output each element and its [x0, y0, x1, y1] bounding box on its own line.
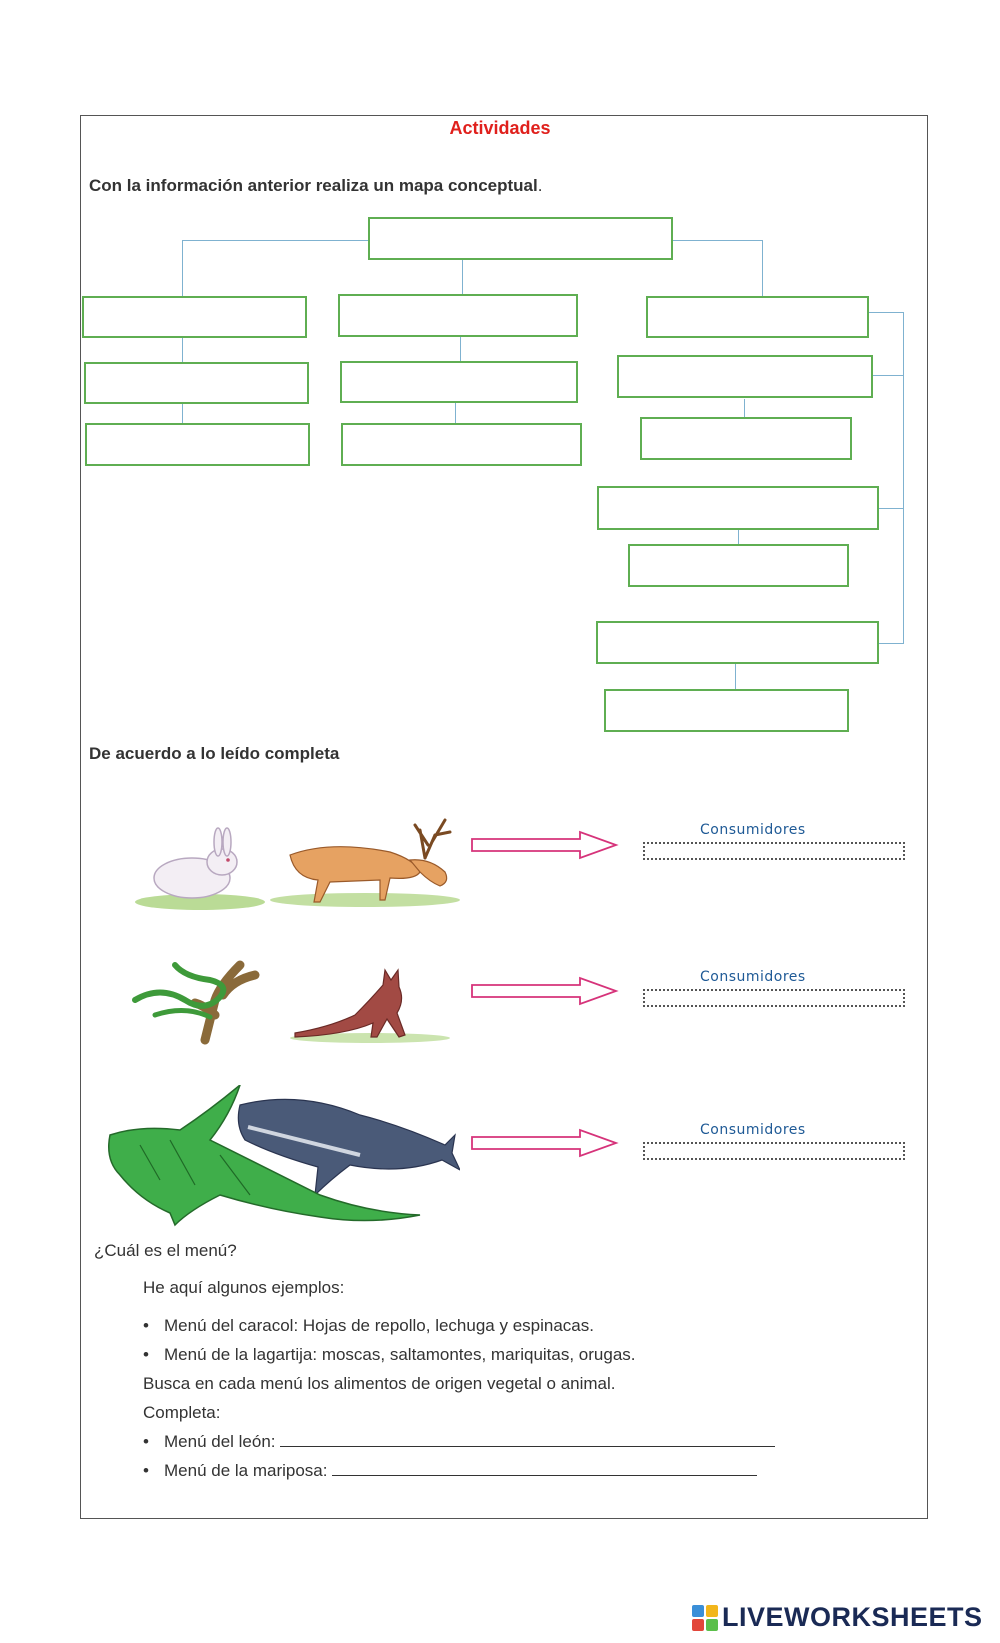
connector: [462, 258, 463, 294]
deer-illustration: [270, 818, 460, 907]
dotted-line: [643, 1142, 905, 1144]
connector: [876, 643, 903, 644]
concept-box[interactable]: [341, 423, 582, 466]
answer-blank[interactable]: [280, 1445, 776, 1447]
concept-box[interactable]: [85, 423, 310, 466]
dotted-line: [903, 1142, 905, 1160]
consumers-label: Consumidores: [700, 969, 806, 985]
connector: [182, 240, 368, 241]
logo-text: LIVEWORKSHEETS: [722, 1602, 983, 1632]
logo-icon: [692, 1604, 718, 1631]
connector: [182, 338, 183, 362]
dotted-line: [643, 858, 905, 860]
dotted-line: [643, 1158, 905, 1160]
concept-box[interactable]: [340, 361, 578, 403]
concept-box[interactable]: [597, 486, 879, 530]
crocodile-illustration: [108, 1085, 421, 1227]
instruction-complete: De acuerdo a lo leído completa: [89, 744, 340, 763]
connector: [182, 240, 183, 296]
connector: [876, 508, 903, 509]
connector: [872, 375, 903, 376]
consumers-label: Consumidores: [700, 1122, 806, 1138]
example-item: Menú de la lagartija: moscas, saltamonte…: [164, 1345, 636, 1364]
page-title: Actividades: [449, 118, 551, 138]
dotted-line: [643, 1005, 905, 1007]
arrow-icon: [471, 830, 619, 860]
shark-illustration: [237, 1098, 460, 1197]
animal-illustration-row-2: [132, 960, 450, 1045]
dotted-line: [643, 989, 645, 1007]
worksheet-frame: [80, 115, 928, 1519]
dotted-line: [643, 842, 905, 844]
snake-illustration: [132, 960, 260, 1045]
fox-illustration: [290, 968, 450, 1043]
dotted-line: [903, 989, 905, 1007]
search-instruction: Busca en cada menú los alimentos de orig…: [143, 1374, 616, 1393]
instruction-map-text: Con la información anterior realiza un m…: [89, 176, 538, 195]
instruction-map: Con la información anterior realiza un m…: [89, 176, 542, 196]
complete-item-lion: Menú del león:: [164, 1432, 776, 1452]
dotted-line: [643, 842, 645, 860]
concept-box[interactable]: [628, 544, 849, 587]
bullet-marker: •: [143, 1345, 149, 1364]
liveworksheets-logo: LIVEWORKSHEETS: [692, 1602, 983, 1633]
connector: [744, 399, 745, 417]
concept-box[interactable]: [640, 417, 852, 460]
connector: [738, 529, 739, 545]
rabbit-illustration: [135, 827, 265, 910]
complete-item-label: Menú de la mariposa:: [164, 1461, 328, 1480]
connector: [868, 312, 903, 313]
concept-box[interactable]: [82, 296, 307, 338]
dotted-line: [903, 842, 905, 860]
answer-blank[interactable]: [332, 1474, 758, 1476]
arrow-icon: [471, 1128, 619, 1158]
bullet-marker: •: [143, 1432, 149, 1451]
bullet-marker: •: [143, 1461, 149, 1480]
concept-box[interactable]: [617, 355, 873, 398]
arrow-icon: [471, 976, 619, 1006]
connector: [460, 337, 461, 361]
connector: [903, 312, 904, 644]
connector: [182, 403, 183, 423]
bullet-marker: •: [143, 1316, 149, 1335]
connector: [735, 664, 736, 690]
animal-illustration-row-3: [108, 1085, 460, 1227]
concept-box[interactable]: [84, 362, 309, 404]
animal-illustration-row-1: [135, 818, 460, 910]
connector: [762, 240, 763, 296]
consumers-label: Consumidores: [700, 822, 806, 838]
concept-box[interactable]: [646, 296, 869, 338]
dotted-line: [643, 1142, 645, 1160]
concept-box[interactable]: [596, 621, 879, 664]
dotted-line: [643, 989, 905, 991]
connector: [455, 403, 456, 423]
complete-item-label: Menú del león:: [164, 1432, 276, 1451]
complete-label: Completa:: [143, 1403, 221, 1422]
complete-item-butterfly: Menú de la mariposa:: [164, 1461, 758, 1481]
menu-question: ¿Cuál es el menú?: [94, 1241, 237, 1260]
instruction-map-punct: .: [537, 176, 543, 195]
concept-box[interactable]: [338, 294, 578, 337]
examples-intro: He aquí algunos ejemplos:: [143, 1278, 345, 1297]
example-item: Menú del caracol: Hojas de repollo, lech…: [164, 1316, 594, 1335]
concept-box[interactable]: [368, 217, 673, 260]
connector: [672, 240, 762, 241]
concept-box[interactable]: [604, 689, 849, 732]
